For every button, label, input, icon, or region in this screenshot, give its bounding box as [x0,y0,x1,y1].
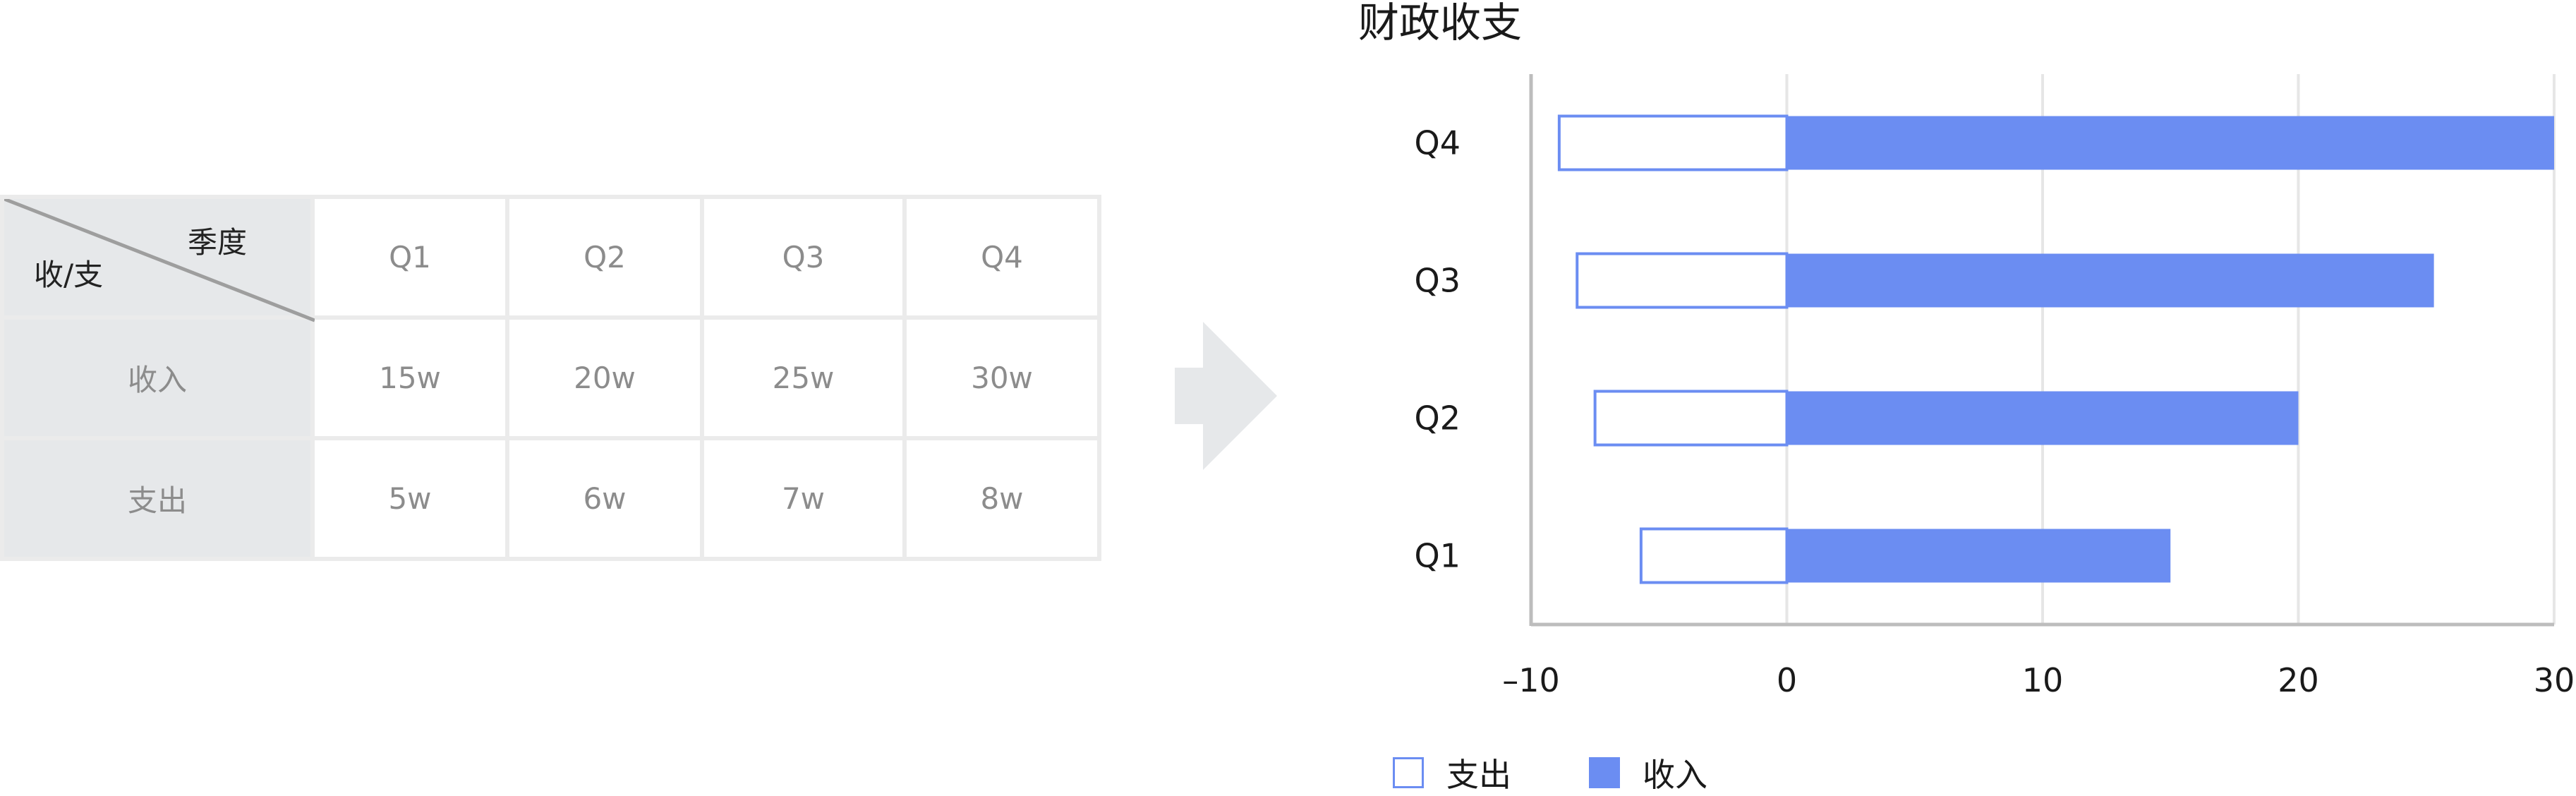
corner-top-label: 季度 [187,225,247,260]
column-header: Q4 [902,195,1101,320]
table-cell: 6w [505,436,704,561]
bar-income [1786,529,2171,583]
table-cell: 5w [310,436,509,561]
table-row: 支出 5w 6w 7w 8w [0,436,1101,561]
bar-expense [1593,390,1789,447]
x-tick-label: –10 [1502,661,1560,699]
bar-income [1786,253,2434,308]
table-header-row: 季度 收/支 Q1 Q2 Q3 Q4 [0,195,1101,322]
bar-chart: –10 0 10 20 30 Q1 Q2 Q3 Q4 [1415,74,2575,699]
y-tick-label: Q2 [1415,399,1461,438]
data-table: 季度 收/支 Q1 Q2 Q3 Q4 收入 15w 20w 25w 30w 支出… [0,195,1101,561]
column-header: Q2 [505,195,704,320]
y-tick-label: Q1 [1415,537,1461,575]
table-cell: 15w [310,315,509,440]
table-cell: 7w [700,436,907,561]
chart-title: 财政收支 [1358,0,1523,47]
legend-label-expense: 支出 [1446,756,1511,794]
bar-income [1786,116,2554,170]
table-cell: 25w [700,315,907,440]
corner-bottom-label: 收/支 [34,258,104,292]
x-tick-label: 0 [1777,661,1797,699]
corner-diagonal [4,199,315,322]
bar-expense [1557,114,1789,171]
bar-income [1786,391,2299,445]
y-tick-label: Q3 [1415,262,1461,300]
table-cell: 20w [505,315,704,440]
y-tick-label: Q4 [1415,124,1461,162]
arrow-right-icon [1175,322,1277,470]
column-header: Q3 [700,195,907,320]
chart-legend: 支出 收入 [1393,749,1707,796]
bar-expense [1576,252,1789,309]
table-cell: 8w [902,436,1101,561]
table-cell: 30w [902,315,1101,440]
table-corner-cell: 季度 收/支 [0,195,315,322]
x-tick-label: 20 [2278,661,2319,699]
bar-expense [1639,527,1789,584]
legend-swatch-income [1589,757,1620,788]
table-row: 收入 15w 20w 25w 30w [0,315,1101,440]
column-header: Q1 [310,195,509,320]
row-header: 支出 [0,436,315,561]
x-tick-label: 30 [2534,661,2575,699]
legend-swatch-expense [1393,757,1424,788]
row-header: 收入 [0,315,315,440]
legend-label-income: 收入 [1643,756,1707,794]
x-tick-label: 10 [2022,661,2064,699]
